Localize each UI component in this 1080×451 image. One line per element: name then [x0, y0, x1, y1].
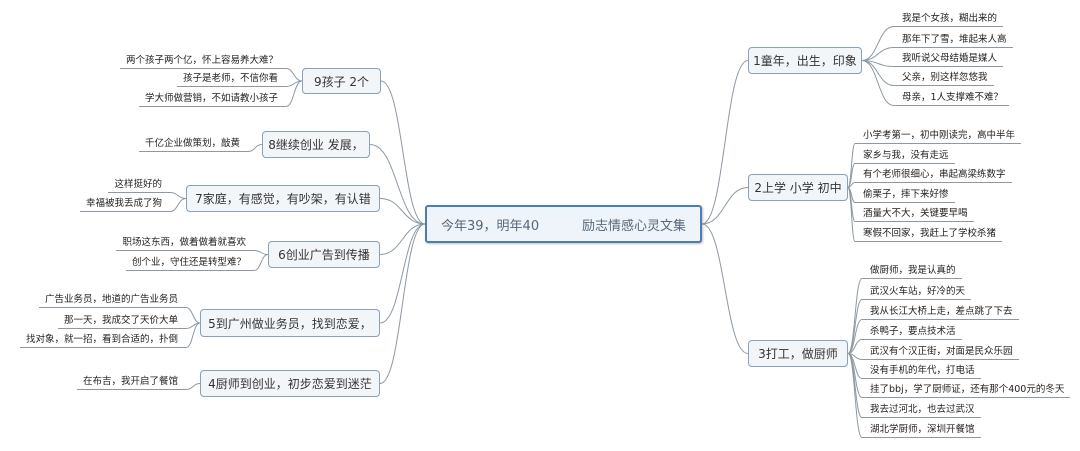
- subtopic-5-1[interactable]: 广告业务员，地道的广告业务员: [38, 293, 186, 308]
- central-connector-line: [379, 223, 426, 324]
- subtopic-9-3[interactable]: 学大师做营销，不如请教小孩子: [138, 92, 286, 107]
- subtopic-4-1[interactable]: 在布吉，我开启了餐馆: [76, 375, 186, 390]
- subtopic-3-4[interactable]: 杀鸭子，要点技术活: [862, 325, 962, 340]
- subtopic-connector-line: [861, 60, 895, 106]
- subtopic-3-2[interactable]: 武汉火车站，好冷的天: [862, 285, 972, 300]
- subtopic-3-1[interactable]: 做厨师，我是认真的: [862, 264, 962, 279]
- subtopic-2-2[interactable]: 家乡与我，没有走远: [855, 149, 955, 164]
- main-topic-1[interactable]: 1童年，出生，印象: [748, 47, 862, 74]
- subtopic-connector-line: [847, 353, 863, 418]
- subtopic-connector-line: [185, 383, 201, 390]
- subtopic-3-6[interactable]: 没有手机的年代，打电话: [862, 364, 981, 379]
- central-topic-primary-text: 今年39，明年40: [441, 218, 540, 234]
- subtopic-connector-line: [861, 26, 895, 61]
- main-topic-9[interactable]: 9孩子 2个: [302, 68, 381, 94]
- central-connector-line: [379, 223, 426, 384]
- subtopic-1-5[interactable]: 母亲，1人支撑难不难？: [894, 91, 1010, 106]
- main-topic-5[interactable]: 5到广州做业务员，找到恋爱，: [200, 309, 380, 337]
- subtopic-9-1[interactable]: 两个孩子两个亿，怀上容易养大难？: [119, 54, 286, 69]
- main-topic-6[interactable]: 6创业广告到传播: [268, 241, 380, 268]
- subtopic-connector-line: [253, 254, 269, 271]
- subtopic-1-3[interactable]: 我听说父母结婚是媒人: [894, 52, 1004, 67]
- main-topic-7[interactable]: 7家庭，有感觉，有吵架，有认错: [186, 185, 380, 212]
- subtopic-connector-line: [847, 353, 863, 438]
- subtopic-connector-line: [185, 307, 201, 324]
- subtopic-2-4[interactable]: 偷栗子，摔下来好惨: [855, 188, 955, 203]
- subtopic-3-5[interactable]: 武汉有个汉正街，对面是民众乐园: [862, 345, 1019, 360]
- subtopic-2-6[interactable]: 寒假不回家，我赶上了学校杀猪: [855, 227, 1003, 242]
- subtopic-connector-line: [185, 322, 201, 348]
- central-connector-line: [379, 198, 426, 225]
- central-connector-line: [380, 80, 426, 225]
- central-connector-line: [379, 223, 426, 255]
- central-connector-line: [701, 187, 749, 225]
- subtopic-3-7[interactable]: 挂了bbj，学了厨师证，还有那个400元的冬天: [862, 383, 1071, 398]
- subtopic-2-5[interactable]: 酒量大不大，关键要早喝: [855, 207, 974, 222]
- central-connector-line: [701, 223, 749, 354]
- central-topic-secondary-text: 励志情感心灵文集: [581, 218, 686, 234]
- central-topic[interactable]: 今年39，明年40 励志情感心灵文集: [425, 205, 702, 243]
- subtopic-2-1[interactable]: 小学考第一，初中刚读完，高中半年: [855, 129, 1022, 144]
- subtopic-connector-line: [847, 187, 856, 242]
- subtopic-1-4[interactable]: 父亲，别这样忽悠我: [894, 71, 994, 86]
- central-connector-line: [369, 144, 426, 225]
- main-topic-4[interactable]: 4厨师到创业，初步恋爱到迷茫: [200, 370, 380, 397]
- subtopic-connector-line: [847, 163, 856, 188]
- subtopic-connector-line: [253, 250, 269, 255]
- subtopic-connector-line: [247, 144, 263, 152]
- subtopic-3-8[interactable]: 我去过河北，也去过武汉: [862, 403, 981, 418]
- subtopic-8-1[interactable]: 千亿企业做策划，敲黄: [138, 137, 248, 152]
- subtopic-connector-line: [285, 68, 303, 82]
- subtopic-connector-line: [847, 278, 863, 354]
- subtopic-1-2[interactable]: 那年下了雪，堆起来人高: [894, 33, 1013, 48]
- subtopic-5-3[interactable]: 找对象，就一招，看到合适的，扑倒: [19, 333, 186, 348]
- subtopic-7-2[interactable]: 幸福被我丢成了狗: [79, 197, 170, 212]
- subtopic-9-2[interactable]: 孩子是老师，不信你看: [176, 72, 286, 87]
- subtopic-connector-line: [847, 339, 863, 354]
- subtopic-2-3[interactable]: 有个老师很细心，串起高梁练数字: [855, 168, 1012, 183]
- main-topic-2[interactable]: 2上学 小学 初中: [748, 174, 848, 201]
- subtopic-6-2[interactable]: 创个业，守住还是转型难？: [125, 256, 254, 271]
- subtopic-3-9[interactable]: 湖北学厨师，深圳开餐馆: [862, 423, 981, 438]
- subtopic-7-1[interactable]: 这样挺好的: [108, 178, 170, 193]
- subtopic-connector-line: [285, 80, 303, 107]
- subtopic-3-3[interactable]: 我从长江大桥上走，差点跳了下去: [862, 305, 1019, 320]
- main-topic-3[interactable]: 3打工，做厨师: [748, 340, 848, 367]
- subtopic-6-1[interactable]: 职场这东西，做着做着就喜欢: [116, 236, 254, 251]
- subtopic-connector-line: [847, 299, 863, 354]
- subtopic-connector-line: [169, 192, 187, 199]
- subtopic-connector-line: [861, 47, 895, 61]
- main-topic-8[interactable]: 8继续创业 发展，: [262, 131, 370, 158]
- subtopic-connector-line: [847, 319, 863, 354]
- subtopic-5-2[interactable]: 那一天，我成交了天价大单: [57, 314, 186, 329]
- central-connector-line: [701, 60, 749, 225]
- subtopic-1-1[interactable]: 我是个女孩，糊出来的: [894, 12, 1004, 27]
- subtopic-connector-line: [169, 198, 187, 212]
